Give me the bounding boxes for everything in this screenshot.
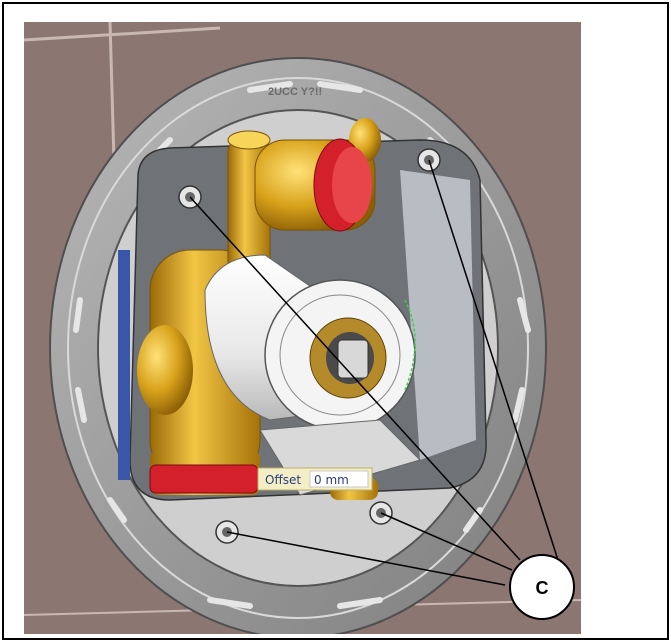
callout-c: C bbox=[509, 554, 575, 620]
ring-engraving: 2UCC Y?!! bbox=[268, 86, 322, 98]
callout-label: C bbox=[536, 578, 549, 598]
callout-leader-lines bbox=[189, 159, 559, 586]
green-guide-line bbox=[404, 299, 416, 391]
offset-overlay: Offset 0 mm bbox=[257, 467, 373, 491]
white-cartridge bbox=[204, 254, 416, 431]
offset-value: 0 mm bbox=[314, 473, 349, 487]
offset-label: Offset bbox=[265, 473, 301, 487]
screw-bottom-left bbox=[215, 520, 239, 544]
tile-grout-top bbox=[24, 26, 221, 42]
blue-edge bbox=[118, 250, 130, 480]
red-seal-bands bbox=[149, 138, 372, 494]
recess-side-wall bbox=[400, 170, 476, 460]
